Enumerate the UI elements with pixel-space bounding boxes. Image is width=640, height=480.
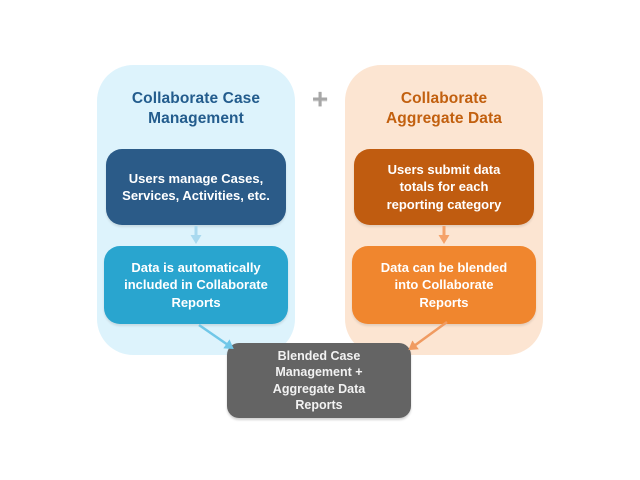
plus-icon: + [311, 83, 329, 114]
aggregate-data-panel: Collaborate Aggregate Data Users submit … [345, 65, 543, 355]
case-management-step-2: Data is automatically included in Collab… [104, 246, 288, 324]
aggregate-data-step-1: Users submit data totals for each report… [354, 149, 534, 225]
aggregate-data-step-2: Data can be blended into Collaborate Rep… [352, 246, 536, 324]
case-management-title: Collaborate Case Management [131, 90, 261, 128]
case-management-panel: Collaborate Case Management Users manage… [97, 65, 295, 355]
case-management-step-1: Users manage Cases, Services, Activities… [106, 149, 286, 225]
blended-reports-box: Blended Case Management + Aggregate Data… [227, 343, 411, 418]
aggregate-data-title: Collaborate Aggregate Data [386, 90, 502, 128]
